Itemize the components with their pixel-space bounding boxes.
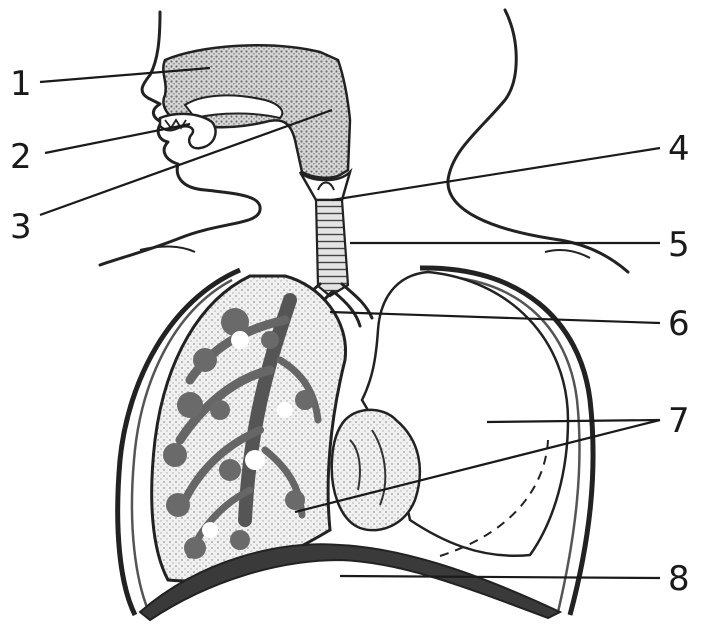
label-1: 1: [10, 64, 32, 104]
label-4: 4: [668, 129, 690, 169]
label-6: 6: [668, 304, 690, 344]
nasal-cavity: [163, 45, 350, 178]
leader-line-2: [45, 124, 190, 153]
leader-line-8: [340, 576, 660, 578]
label-7: 7: [668, 401, 690, 441]
head-neck-outline: [100, 10, 628, 272]
left-lung-cutaway: [152, 276, 346, 581]
label-8: 8: [668, 559, 690, 599]
trachea: [316, 200, 348, 296]
leader-line-4: [332, 148, 660, 200]
label-3: 3: [10, 207, 32, 247]
label-5: 5: [668, 225, 690, 265]
label-2: 2: [10, 137, 32, 177]
